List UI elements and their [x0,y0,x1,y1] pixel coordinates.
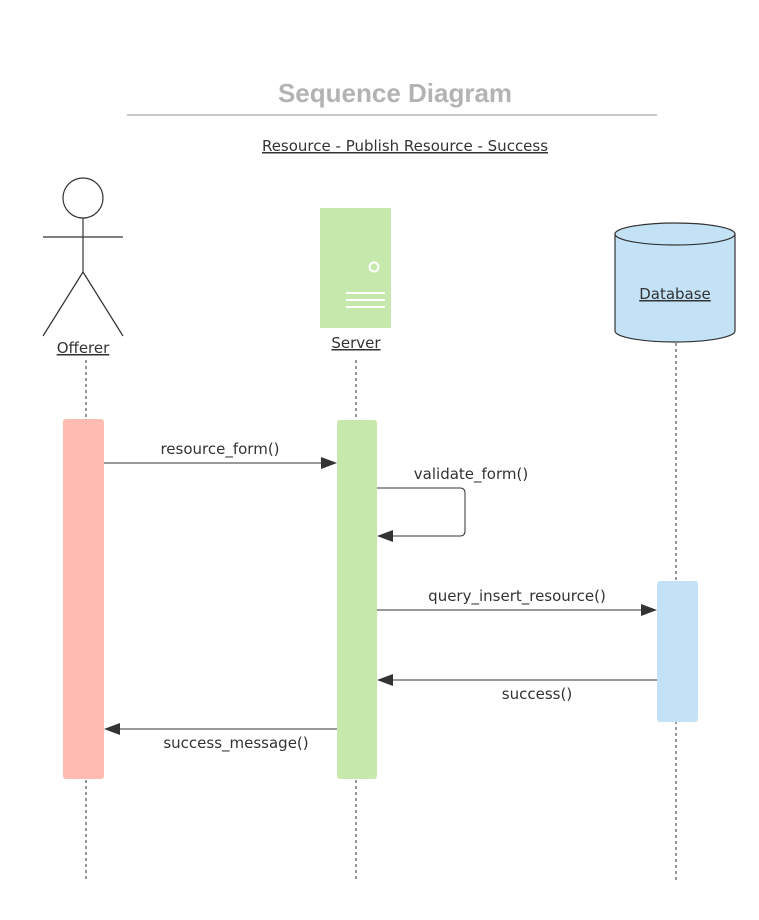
database-activation [657,581,698,722]
database-label: Database [639,285,711,303]
server-activation [337,420,377,779]
message-resource-form: resource_form() [104,440,337,469]
offerer-actor [42,177,124,337]
actor-head-icon [62,177,104,219]
database-cylinder-top [614,222,736,246]
diagram-title: Sequence Diagram [278,78,512,108]
server-label: Server [331,334,381,352]
message-success: success() [377,674,657,703]
database-icon [614,222,736,343]
message-label: query_insert_resource() [428,587,606,606]
offerer-activation [63,419,104,779]
offerer-label: Offerer [57,339,110,357]
arrowhead-right-icon [641,604,657,616]
message-success-message: success_message() [104,723,337,753]
message-label: success_message() [163,734,308,753]
arrowhead-left-icon [377,674,393,686]
server-box [320,208,391,328]
actor-right-leg [82,271,124,337]
message-label: success() [502,685,572,703]
arrowhead-left-icon [377,530,393,542]
actor-left-leg [42,271,84,337]
arrowhead-right-icon [321,457,337,469]
message-query-insert-resource: query_insert_resource() [377,587,657,616]
message-validate-form: validate_form() [377,465,528,542]
diagram-subtitle: Resource - Publish Resource - Success [262,137,548,155]
message-label: resource_form() [160,440,279,459]
database-cylinder-body [614,233,736,343]
server-led [368,261,380,273]
message-label: validate_form() [414,465,528,484]
server-icon [320,208,391,328]
arrowhead-left-icon [104,723,120,735]
